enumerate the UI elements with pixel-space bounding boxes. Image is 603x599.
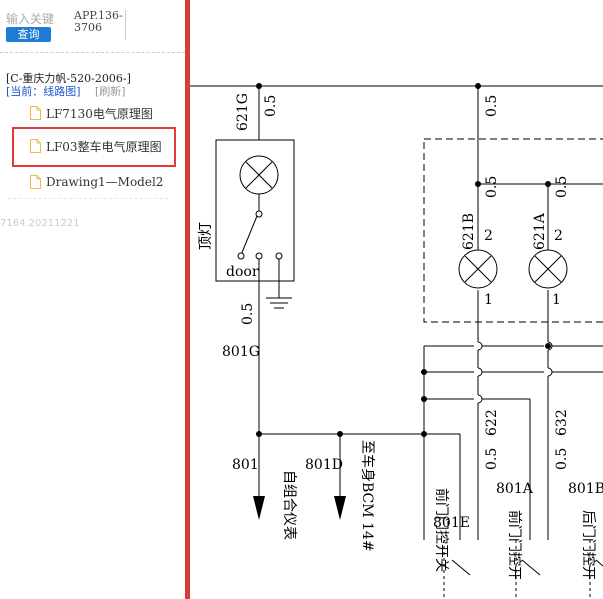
gauge-label: 0.5 xyxy=(484,448,500,470)
pin-label: 2 xyxy=(554,228,563,244)
gauge-label: 0.5 xyxy=(554,448,570,470)
wire-label: 632 xyxy=(554,409,570,436)
gauge-label: 0.5 xyxy=(263,95,279,117)
pin-label: 1 xyxy=(552,292,561,308)
header-divider xyxy=(125,10,126,40)
lamp-icon xyxy=(528,249,568,289)
wire-label: 801A xyxy=(496,481,534,497)
tree-item-lf7130[interactable]: LF7130电气原理图 xyxy=(30,104,153,122)
wire-label: 801 xyxy=(232,457,259,473)
lamp-icon xyxy=(239,155,279,195)
current-view-link[interactable]: [当前：线路图] xyxy=(6,85,81,98)
component-label: door xyxy=(226,264,259,280)
wiring-diagram[interactable]: 621G 0.5 0.5 0.5 0.5 顶灯 door 0.5 801G 62… xyxy=(190,0,603,599)
wire-label: 801G xyxy=(222,344,260,360)
panel-divider[interactable] xyxy=(185,0,190,599)
gauge-label: 0.5 xyxy=(484,176,500,198)
project-name[interactable]: [C-重庆力帆-520-2006-] xyxy=(6,72,131,85)
app-version: APP.136-3706 xyxy=(74,9,123,34)
selection-highlight xyxy=(12,127,176,167)
switch-label: 前门门控开 xyxy=(506,510,523,580)
destination-label: 至车身BCM 14# xyxy=(359,440,376,552)
build-id: 7164.20211221 xyxy=(0,218,80,229)
wire-label: 801B xyxy=(568,481,603,497)
switch-label: 前门门控开关 xyxy=(433,488,450,572)
search-button[interactable]: 查询 xyxy=(6,27,51,42)
separator xyxy=(8,198,168,199)
arrow-icons xyxy=(253,496,346,520)
tree-item-drawing1[interactable]: Drawing1—Model2 xyxy=(30,173,163,191)
sidebar: 查询 APP.136-3706 [C-重庆力帆-520-2006-] [当前：线… xyxy=(0,0,185,599)
file-icon xyxy=(30,106,41,120)
pin-label: 2 xyxy=(484,228,493,244)
junction-dots xyxy=(256,83,551,437)
lamp-icon xyxy=(458,249,498,289)
search-input[interactable] xyxy=(6,12,56,26)
destination-label: 自组合仪表 xyxy=(281,470,297,540)
wire-label: 621B xyxy=(461,213,477,250)
wire-label: 622 xyxy=(484,409,500,436)
file-icon xyxy=(30,139,41,153)
tree-item-label: Drawing1—Model2 xyxy=(46,175,164,189)
tree-item-label: LF03整车电气原理图 xyxy=(46,139,162,154)
wires xyxy=(190,85,603,599)
switch-label: 后门门控开 xyxy=(580,510,596,580)
separator xyxy=(0,52,185,53)
component-label: 顶灯 xyxy=(198,222,214,250)
gauge-label: 0.5 xyxy=(484,95,500,117)
tree-item-lf03[interactable]: LF03整车电气原理图 xyxy=(30,137,162,155)
refresh-link[interactable]: [刷新] xyxy=(95,85,126,98)
file-icon xyxy=(30,175,41,189)
wire-label: 801E xyxy=(433,515,470,531)
switch-contacts xyxy=(237,210,283,260)
pin-label: 1 xyxy=(484,292,493,308)
wire-label: 801D xyxy=(305,457,343,473)
gauge-label: 0.5 xyxy=(240,303,256,325)
tree-item-label: LF7130电气原理图 xyxy=(46,106,153,121)
gauge-label: 0.5 xyxy=(554,176,570,198)
wire-label: 621G xyxy=(235,93,251,131)
wire-label: 621A xyxy=(532,212,548,250)
